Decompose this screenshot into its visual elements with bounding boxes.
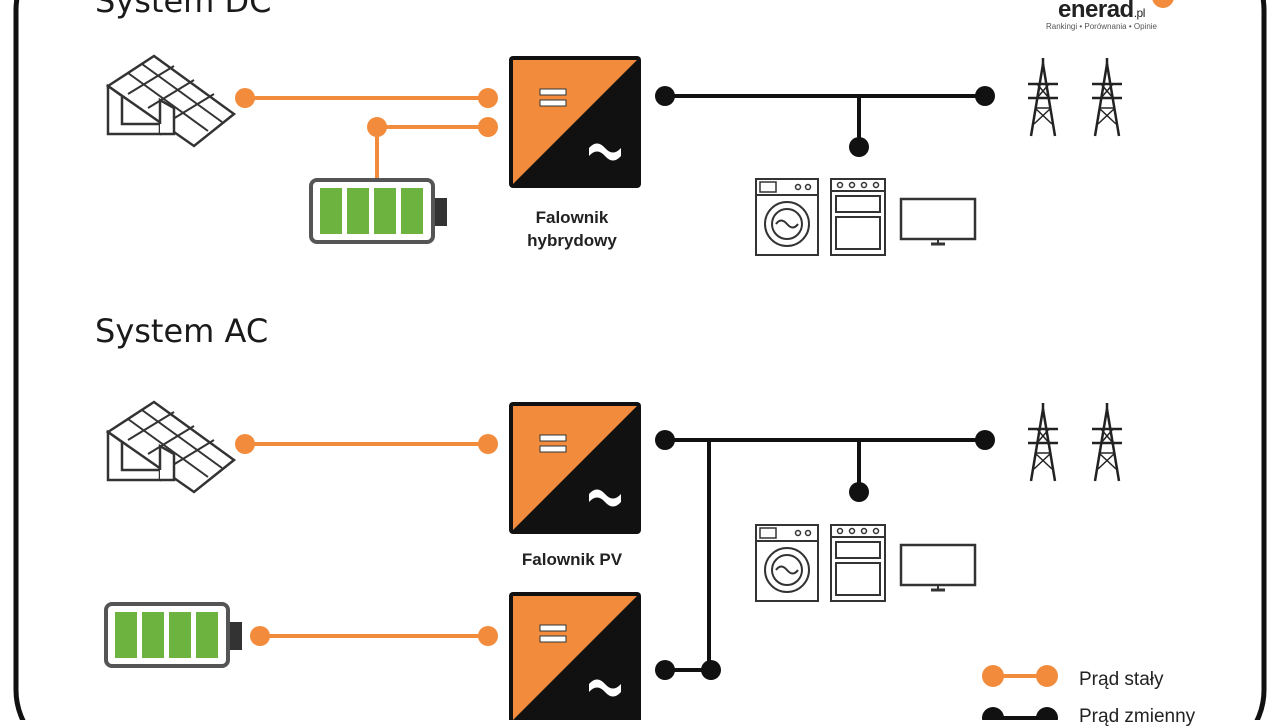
outer-frame [13, 0, 1267, 720]
dc-tv-icon [899, 197, 977, 246]
legend-dc-node [982, 665, 1004, 687]
dc-node [478, 88, 498, 108]
logo-tagline: Rankingi • Porównania • Opinie [1046, 22, 1157, 31]
section-title-ac: System AC [95, 312, 269, 350]
hybrid-inverter-caption: Falownik hybrydowy [482, 206, 662, 252]
ac-node [975, 86, 995, 106]
ac-battery-inverter-icon [508, 591, 642, 720]
dc-node [235, 88, 255, 108]
dc-solar-panel-icon [106, 54, 236, 148]
section-title-dc: System DC [95, 0, 272, 20]
logo-suffix: .pl [1133, 6, 1146, 20]
ac-washing-machine-icon [755, 524, 819, 602]
legend-dc-node [1036, 665, 1058, 687]
ac-stove-icon [830, 524, 886, 602]
legend-ac-label: Prąd zmienny [1079, 706, 1196, 727]
ac-node [701, 660, 721, 680]
legend-ac-node [1036, 707, 1058, 720]
ac-power-tower-icon [1090, 401, 1124, 483]
dc-battery-icon [309, 178, 449, 244]
dc-node [478, 626, 498, 646]
ac-solar-panel-icon [106, 400, 236, 494]
dc-washing-machine-icon [755, 178, 819, 256]
ac-node [849, 482, 869, 502]
dc-node [367, 117, 387, 137]
brand-logo: enerad.pl Rankingi • Porównania • Opinie [1040, 0, 1180, 36]
dc-node [478, 434, 498, 454]
ac-tv-icon [899, 543, 977, 592]
logo-dot-icon [1152, 0, 1174, 8]
ac-node [655, 660, 675, 680]
dc-stove-icon [830, 178, 886, 256]
hybrid-inverter-caption-line1: Falownik [535, 208, 609, 227]
logo-wordmark: enerad.pl [1058, 0, 1145, 24]
ac-battery-icon [104, 602, 244, 668]
ac-node [655, 430, 675, 450]
logo-name: enerad [1058, 0, 1134, 23]
dc-line-battery-inverter [375, 125, 488, 180]
ac-node [975, 430, 995, 450]
dc-node [250, 626, 270, 646]
hybrid-inverter-caption-line2: hybrydowy [527, 231, 617, 250]
ac-pv-inverter-icon [508, 401, 642, 535]
ac-power-tower-icon [1026, 401, 1060, 483]
legend-dc-label: Prąd stały [1079, 669, 1164, 690]
legend-ac-node [982, 707, 1004, 720]
dc-hybrid-inverter-icon [508, 55, 642, 189]
dc-node [235, 434, 255, 454]
dc-power-tower-icon [1026, 56, 1060, 138]
dc-node [478, 117, 498, 137]
dc-power-tower-icon [1090, 56, 1124, 138]
ac-node [849, 137, 869, 157]
pv-inverter-caption: Falownik PV [521, 550, 623, 569]
ac-node [655, 86, 675, 106]
